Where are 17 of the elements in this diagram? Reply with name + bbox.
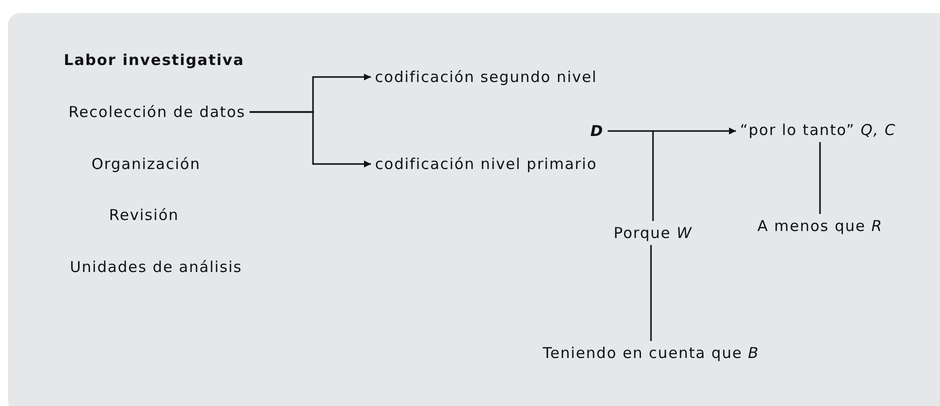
connector-line (819, 142, 821, 214)
arrow (608, 128, 736, 134)
node-text: D (586, 119, 608, 143)
node-text: Teniendo en cuenta que B (538, 341, 764, 365)
step-label: Revisión (108, 205, 180, 226)
connector-line (652, 131, 654, 221)
node-text: A menos que R (753, 214, 887, 238)
step-label: Organización (90, 154, 202, 175)
node-text: “por lo tanto” Q, C (736, 118, 900, 142)
connector-line (650, 245, 652, 341)
arrow (250, 111, 371, 168)
step-label: Unidades de análisis (68, 257, 244, 278)
node-text: Porque W (610, 221, 696, 245)
heading: Labor investigativa (62, 50, 246, 71)
node-text: Recolección de datos (64, 100, 250, 124)
node-text: codificación segundo nivel (370, 65, 602, 89)
node-text: codificación nivel primario (370, 152, 602, 176)
